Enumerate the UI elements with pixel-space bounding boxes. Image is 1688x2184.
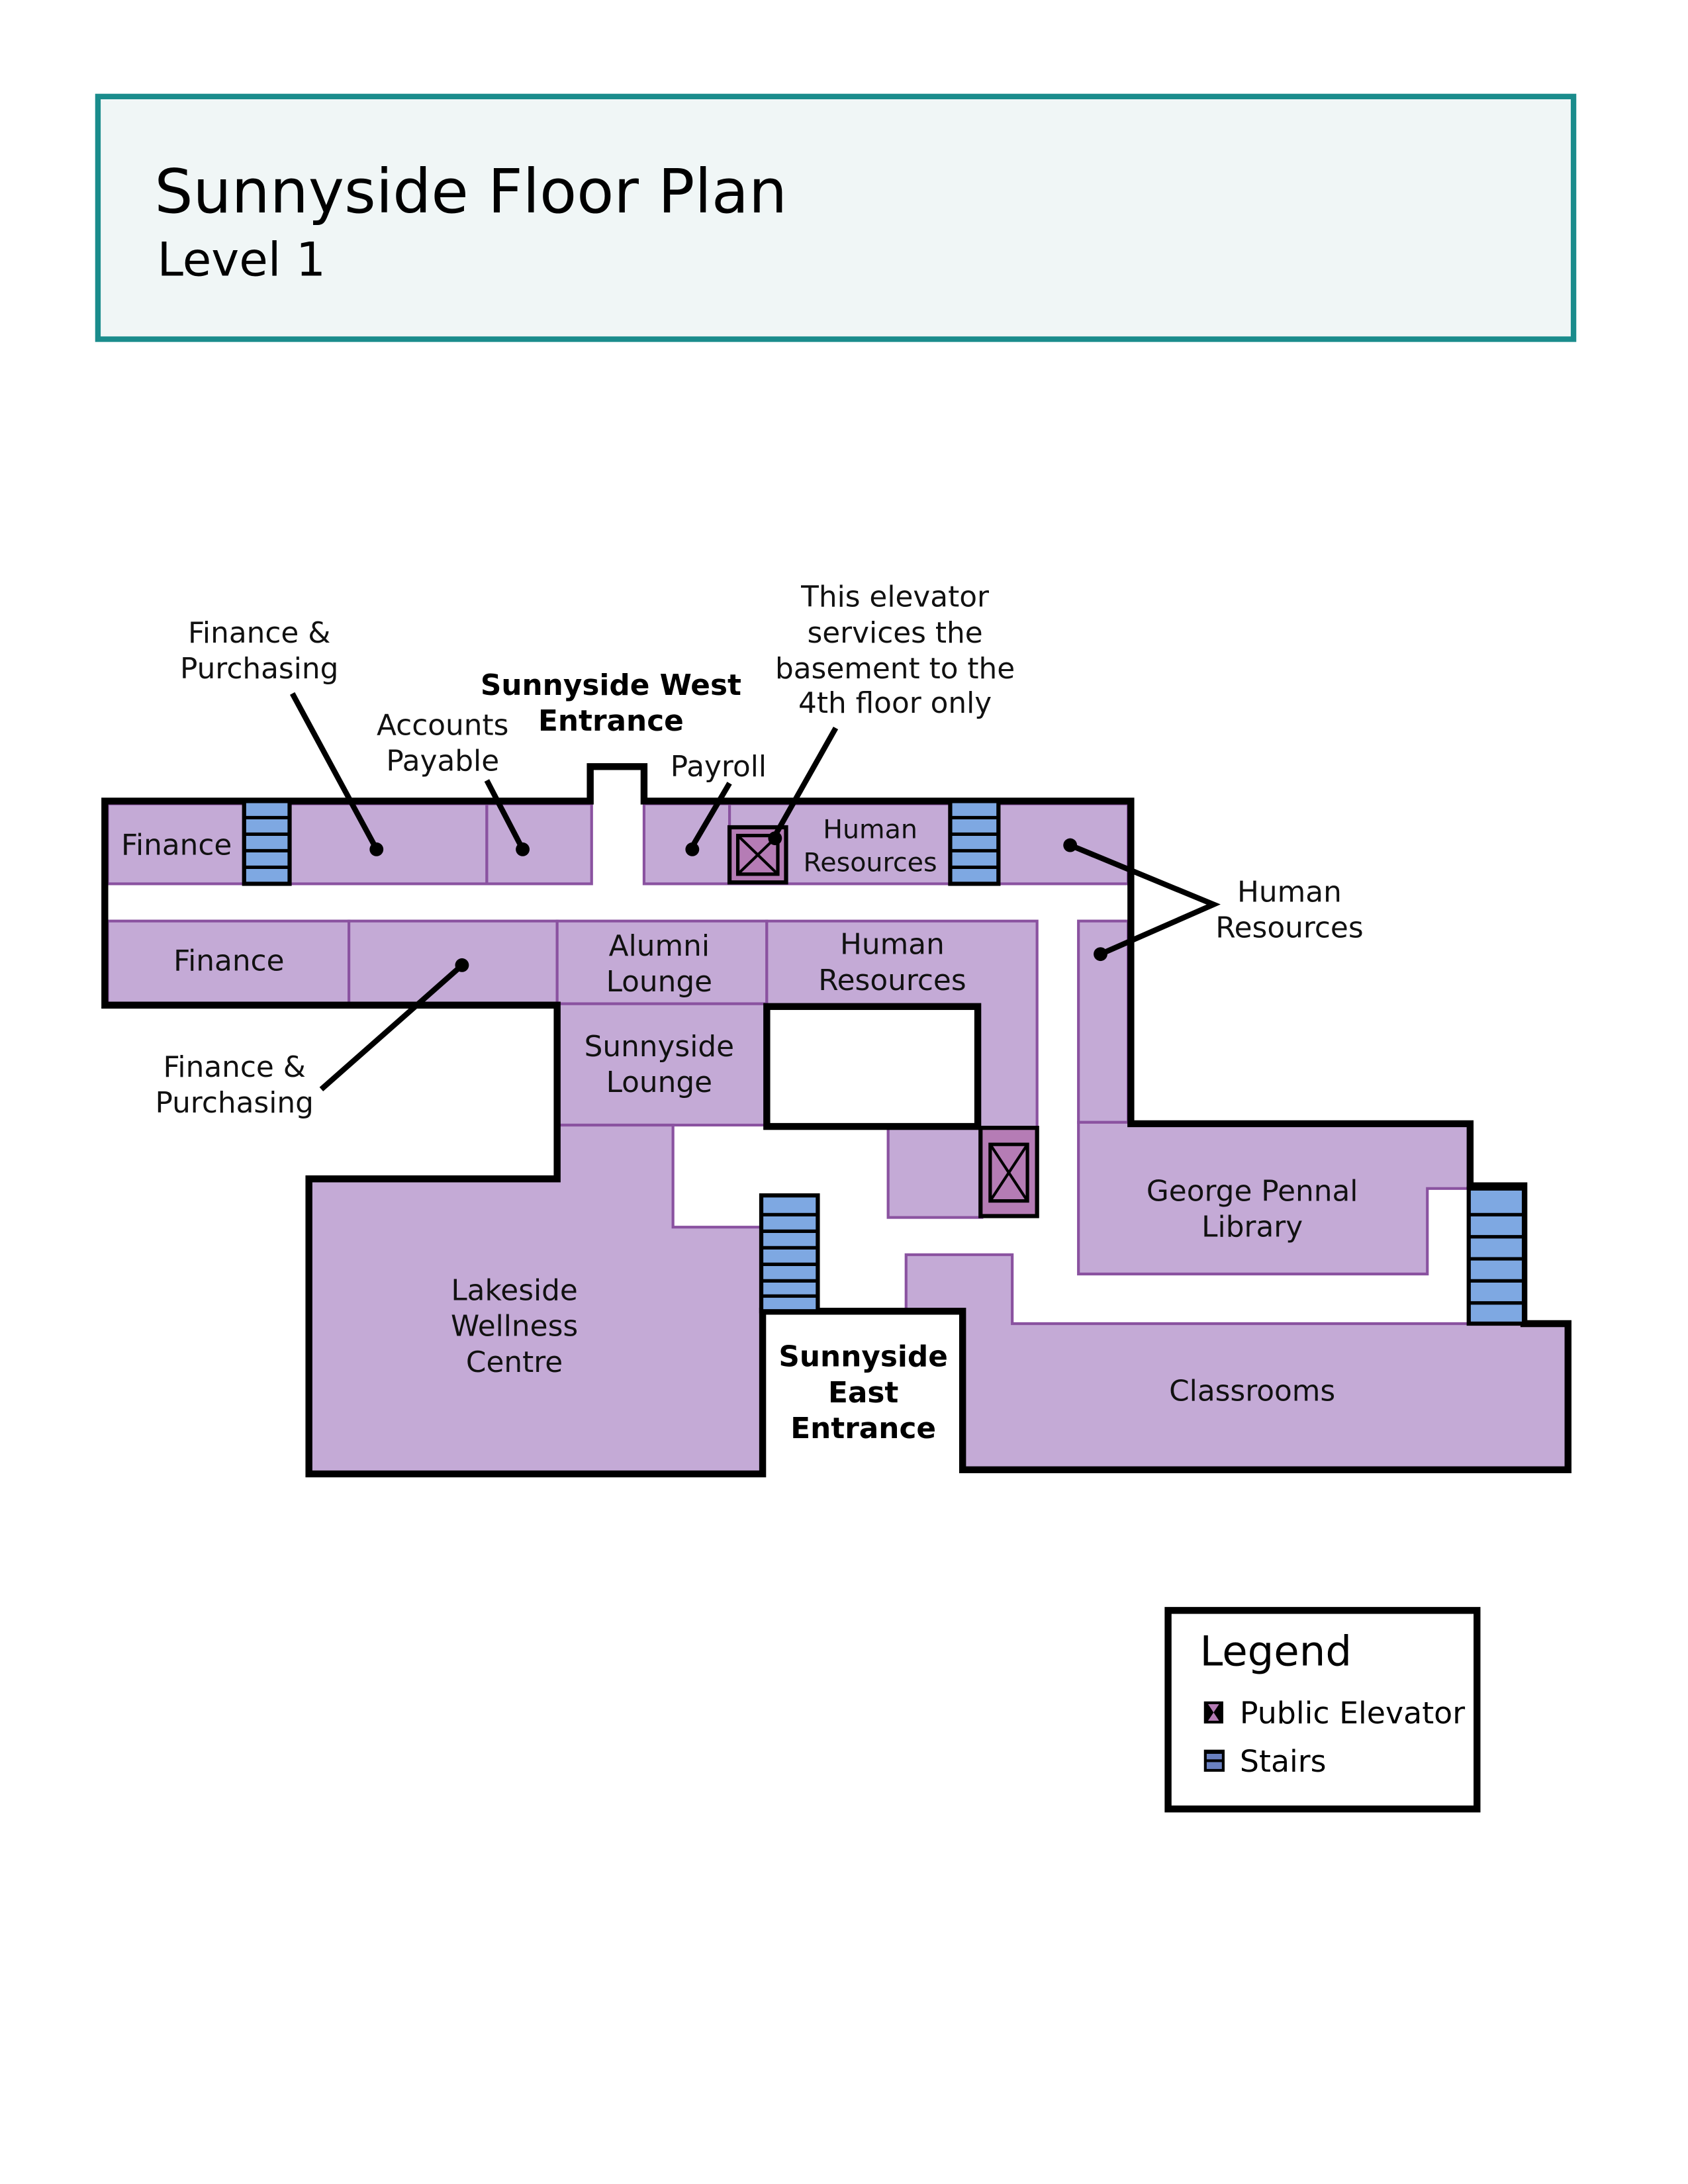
callout-payroll: Payroll (671, 750, 767, 784)
label-lakeside: Centre (466, 1345, 563, 1379)
label-sunnyside-lounge: Sunnyside (585, 1030, 734, 1064)
room-sunnyside-lounge[interactable] (555, 1002, 769, 1127)
callout-finance-purchasing: Purchasing (180, 652, 338, 686)
stairs-icon (242, 799, 292, 886)
leader-dot (369, 842, 384, 856)
callout-hr-right: Resources (1215, 911, 1363, 945)
callout-accounts-payable: Accounts (377, 708, 508, 742)
room-labels: Finance Finance Alumni Lounge Human Reso… (121, 815, 1358, 1408)
callout-accounts-payable: Payable (386, 745, 499, 778)
header: Sunnyside Floor Plan Level 1 (95, 93, 1577, 342)
leader-line (484, 779, 524, 848)
leader-dot (768, 831, 782, 846)
room-small[interactable] (886, 1126, 984, 1219)
leader-line (319, 964, 463, 1091)
leader-line (773, 726, 839, 837)
stairs-group (242, 799, 1526, 1326)
elevator-icon[interactable] (978, 1126, 1039, 1218)
leader-dot (455, 958, 469, 972)
callout-labels: Finance & Purchasing Accounts Payable Su… (155, 580, 1363, 1445)
callout-finance-purchasing: Finance & (188, 616, 330, 650)
callout-elevator-note: basement to the (775, 652, 1015, 686)
callout-west-entrance: Entrance (538, 704, 684, 738)
callout-hr-right: Human (1237, 876, 1342, 909)
label-sunnyside-lounge: Lounge (606, 1066, 713, 1099)
leader-dot (1063, 838, 1078, 852)
label-hr-top: Resources (804, 848, 937, 878)
room-finance-top[interactable] (106, 802, 247, 886)
elevator-icon (1203, 1701, 1223, 1724)
room-finance-purchasing-top[interactable] (288, 802, 489, 886)
label-hr-top: Human (823, 815, 917, 845)
leader-dot (516, 842, 530, 856)
leader-line (290, 692, 378, 848)
stairs-icon (759, 1193, 820, 1314)
label-finance-bottom: Finance (173, 944, 284, 978)
label-lakeside: Wellness (451, 1310, 578, 1343)
legend-item-stairs: Stairs (1240, 1743, 1327, 1779)
callout-east-entrance: Sunnyside (778, 1340, 948, 1374)
label-alumni-lounge: Lounge (606, 965, 713, 999)
legend-title: Legend (1200, 1627, 1352, 1676)
leader-dot (1094, 947, 1107, 962)
callout-east-entrance: Entrance (790, 1412, 936, 1445)
label-library: George Pennal (1147, 1175, 1358, 1208)
callout-elevator-note: This elevator (800, 580, 989, 614)
stairs-icon (1203, 1749, 1225, 1772)
legend: Legend Public Elevator Stairs (1164, 1607, 1481, 1813)
rooms (106, 802, 1568, 1475)
callout-east-entrance: East (828, 1376, 898, 1410)
stairs-icon (1466, 1186, 1526, 1326)
callout-elevator-note: 4th floor only (798, 686, 992, 720)
room-alumni-lounge[interactable] (555, 919, 769, 1005)
leader-line (1069, 842, 1221, 957)
leader-lines (290, 692, 1221, 1091)
leader-dot (685, 842, 700, 856)
label-finance-top: Finance (121, 829, 232, 862)
elevators (727, 825, 1039, 1218)
callout-elevator-note: services the (807, 616, 982, 650)
callout-west-entrance: Sunnyside West (481, 668, 741, 702)
label-hr-center: Resources (818, 964, 966, 997)
label-hr-center: Human (840, 928, 945, 962)
courtyard-wall (763, 1003, 982, 1130)
label-classrooms: Classrooms (1169, 1375, 1335, 1408)
page-subtitle: Level 1 (158, 232, 326, 287)
label-library: Library (1201, 1210, 1303, 1244)
header-box (95, 93, 1577, 342)
page-title: Sunnyside Floor Plan (154, 156, 787, 227)
room-finance-purchasing-bottom[interactable] (348, 919, 559, 1005)
label-lakeside: Lakeside (451, 1274, 578, 1308)
callout-finance-purchasing-bottom: Finance & (163, 1050, 305, 1084)
callout-finance-purchasing-bottom: Purchasing (155, 1086, 313, 1120)
room-payroll[interactable] (642, 802, 731, 886)
legend-item-elevator: Public Elevator (1240, 1695, 1465, 1731)
room-hr-top-right[interactable] (997, 802, 1130, 886)
label-alumni-lounge: Alumni (609, 929, 710, 963)
leader-line (690, 782, 732, 848)
stairs-icon (948, 799, 1001, 886)
